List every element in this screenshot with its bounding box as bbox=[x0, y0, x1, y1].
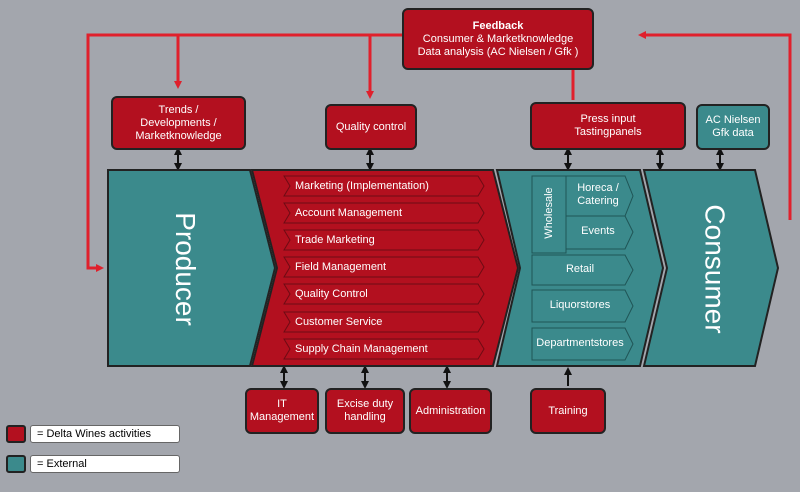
events-label: Events bbox=[581, 225, 615, 237]
activity-marketing: Marketing (Implementation) bbox=[295, 180, 429, 192]
retail-label: Retail bbox=[565, 263, 595, 275]
excise-line1: Excise duty bbox=[336, 398, 394, 410]
producer-label: Producer bbox=[169, 212, 201, 326]
press-line1: Press input bbox=[580, 113, 636, 125]
trends-box: Trends / Developments / Marketknowledge bbox=[111, 96, 246, 150]
training-label: Training bbox=[548, 404, 588, 417]
liquorstores-label: Liquorstores bbox=[549, 299, 611, 311]
consumer-label: Consumer bbox=[699, 204, 731, 334]
press-line2: Tastingpanels bbox=[574, 126, 642, 138]
legend-external-label: = External bbox=[30, 455, 180, 473]
feedback-title: Feedback bbox=[472, 19, 524, 32]
feedback-box: Feedback Consumer & Marketknowledge Data… bbox=[402, 8, 594, 70]
press-input-box: Press input Tastingpanels bbox=[530, 102, 686, 150]
feedback-line1: Consumer & Marketknowledge bbox=[422, 32, 574, 45]
legend-delta-swatch bbox=[6, 425, 26, 443]
activity-quality-control: Quality Control bbox=[295, 288, 368, 300]
excise-duty-box: Excise duty handling bbox=[325, 388, 405, 434]
departmentstores-label: Departmentstores bbox=[536, 337, 624, 349]
activity-supply-chain: Supply Chain Management bbox=[295, 343, 428, 355]
activity-field-management: Field Management bbox=[295, 261, 387, 273]
connector-arrows bbox=[174, 147, 724, 389]
training-box: Training bbox=[530, 388, 606, 434]
producer-chevron bbox=[107, 169, 277, 367]
acnielsen-line1: AC Nielsen bbox=[705, 114, 761, 126]
it-line2: Management bbox=[249, 411, 315, 423]
trends-line2: Developments / bbox=[140, 116, 217, 129]
feedback-line2: Data analysis (AC Nielsen / Gfk ) bbox=[417, 45, 579, 58]
trends-line1: Trends / bbox=[158, 103, 199, 116]
activity-trade-marketing: Trade Marketing bbox=[295, 234, 375, 246]
quality-control-box: Quality control bbox=[325, 104, 417, 150]
distribution-shapes bbox=[531, 175, 634, 361]
it-management-box: IT Management bbox=[245, 388, 319, 434]
administration-label: Administration bbox=[415, 404, 486, 417]
horeca-line2: Catering bbox=[577, 195, 619, 207]
wholesale-label: Wholesale bbox=[543, 187, 555, 239]
horeca-line1: Horeca / bbox=[577, 182, 619, 194]
trends-line3: Marketknowledge bbox=[135, 129, 222, 142]
activity-customer-service: Customer Service bbox=[295, 316, 383, 328]
acnielsen-box: AC Nielsen Gfk data bbox=[696, 104, 770, 150]
administration-box: Administration bbox=[409, 388, 492, 434]
consumer-chevron bbox=[642, 169, 780, 367]
acnielsen-line2: Gfk data bbox=[712, 127, 754, 139]
legend-delta-label: = Delta Wines activities bbox=[30, 425, 180, 443]
activity-account-management: Account Management bbox=[295, 207, 403, 219]
excise-line2: handling bbox=[344, 411, 386, 423]
horeca-label: Horeca / Catering bbox=[566, 182, 630, 208]
activity-rows bbox=[283, 175, 485, 360]
quality-control-label: Quality control bbox=[335, 120, 407, 133]
it-line1: IT bbox=[277, 398, 287, 410]
legend-external-swatch bbox=[6, 455, 26, 473]
